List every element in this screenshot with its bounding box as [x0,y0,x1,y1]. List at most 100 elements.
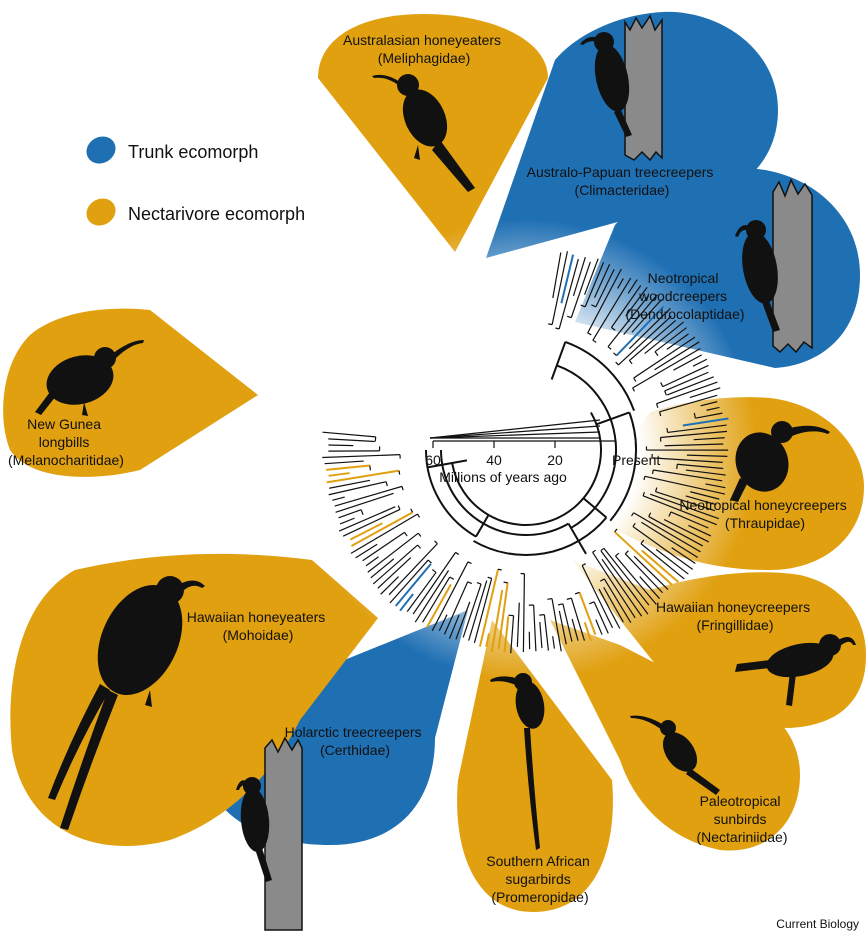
tree-branch [332,497,344,500]
tree-node-arc [661,382,663,386]
tree-node-arc [593,550,596,552]
tree-node-arc [608,347,611,350]
tree-node-arc [614,353,617,356]
tree-node-arc [504,582,508,583]
tree-node-arc [418,545,421,548]
axis-tick-label: 20 [547,452,563,468]
tree-branch [390,560,428,603]
bark-climacteridae [625,16,662,160]
tree-branch [396,564,431,606]
tree-branch [655,342,700,370]
tree-branch [523,574,524,652]
tree-node-arc [477,583,481,584]
tree-node-arc [653,470,654,474]
tree-branch [430,426,600,438]
axis-title: Millions of years ago [439,469,567,485]
tree-branch [561,255,573,304]
tree-node-arc [677,464,678,469]
tree-node-arc [667,428,668,432]
tree-branch [663,365,709,386]
tree-node-arc [616,362,619,365]
tree-node-arc [601,548,604,550]
axis-tick-label: 60 [425,452,441,468]
tree-node-arc [589,602,594,604]
tree-branch [633,349,701,388]
tree-node-arc [547,599,552,600]
tree-branch [378,558,411,589]
legend-label-nectarivore: Nectarivore ecomorph [128,204,305,224]
tree-branch [329,473,350,476]
tree-branch [413,552,455,614]
tree-node-arc [450,577,454,579]
tree-branch [423,577,450,622]
tree-node-arc [456,552,459,554]
tree-node-arc [418,533,421,536]
tree-branch [326,466,370,470]
tree-node-arc [498,569,502,570]
tree-branch [596,620,602,635]
tree-node-arc [634,378,636,381]
tree-node-arc [588,333,592,335]
bark-dendrocolaptidae [773,180,812,352]
tree-node-arc [398,505,400,509]
tree-node-arc [370,466,371,471]
tree-node-arc [417,514,419,517]
tree-branch [534,605,536,651]
tree-branch [400,594,413,611]
tree-node-arc [402,486,403,490]
tree-branch [389,544,437,595]
legend-swatch-trunk [82,131,121,169]
tree-node-arc [488,577,492,578]
tree-node-arc [555,328,559,329]
tree-node-arc [625,551,628,554]
tree-branch [553,636,555,648]
journal-credit: Current Biology [776,917,859,931]
tree-node-arc [468,582,472,584]
tree-node-arc [593,340,596,342]
tree-backbone-arc [565,342,634,411]
tree-node-arc [665,391,667,395]
tree-node-arc [432,570,436,573]
tree-branch [329,482,386,495]
tree-node-arc [567,316,571,317]
tree-node-arc [435,541,438,544]
tree-branch [328,439,375,442]
tree-branch [340,518,355,524]
tree-branch [366,557,378,566]
tree-backbone-branch [596,412,629,424]
tree-node-arc [633,388,635,391]
tree-branch [322,432,375,437]
tree-branch [544,615,548,651]
tree-branch [673,355,701,370]
tree-node-arc [468,562,471,564]
tree-node-arc [655,352,658,356]
tree-backbone-branch [552,342,566,380]
tree-branch [693,359,707,366]
axis-tick-label: Present [612,452,660,468]
tree-node-arc [386,482,387,486]
tree-node-arc [361,510,363,515]
tree-branch [335,486,402,506]
tree-node-arc [405,532,408,536]
legend: Trunk ecomorph Nectarivore ecomorph [82,131,306,231]
tree-node-arc [629,361,632,364]
tree-branch [356,544,378,558]
legend-swatch-nectarivore [82,193,121,231]
tree-node-arc [411,509,413,513]
bark-certhidae [265,738,302,930]
tree-branch [381,577,399,595]
tree-branch [594,602,608,634]
tree-branch [327,471,399,483]
tree-node-arc [399,471,400,475]
tree-branch [517,603,519,647]
legend-label-trunk: Trunk ecomorph [128,142,258,162]
tree-node-arc [548,324,552,325]
tree-branch [328,445,353,446]
fan-thraupidae [582,397,864,570]
tree-node-arc [428,560,431,563]
tree-branch [339,510,362,518]
tree-branch [573,257,585,296]
tree-node-arc [558,604,563,605]
